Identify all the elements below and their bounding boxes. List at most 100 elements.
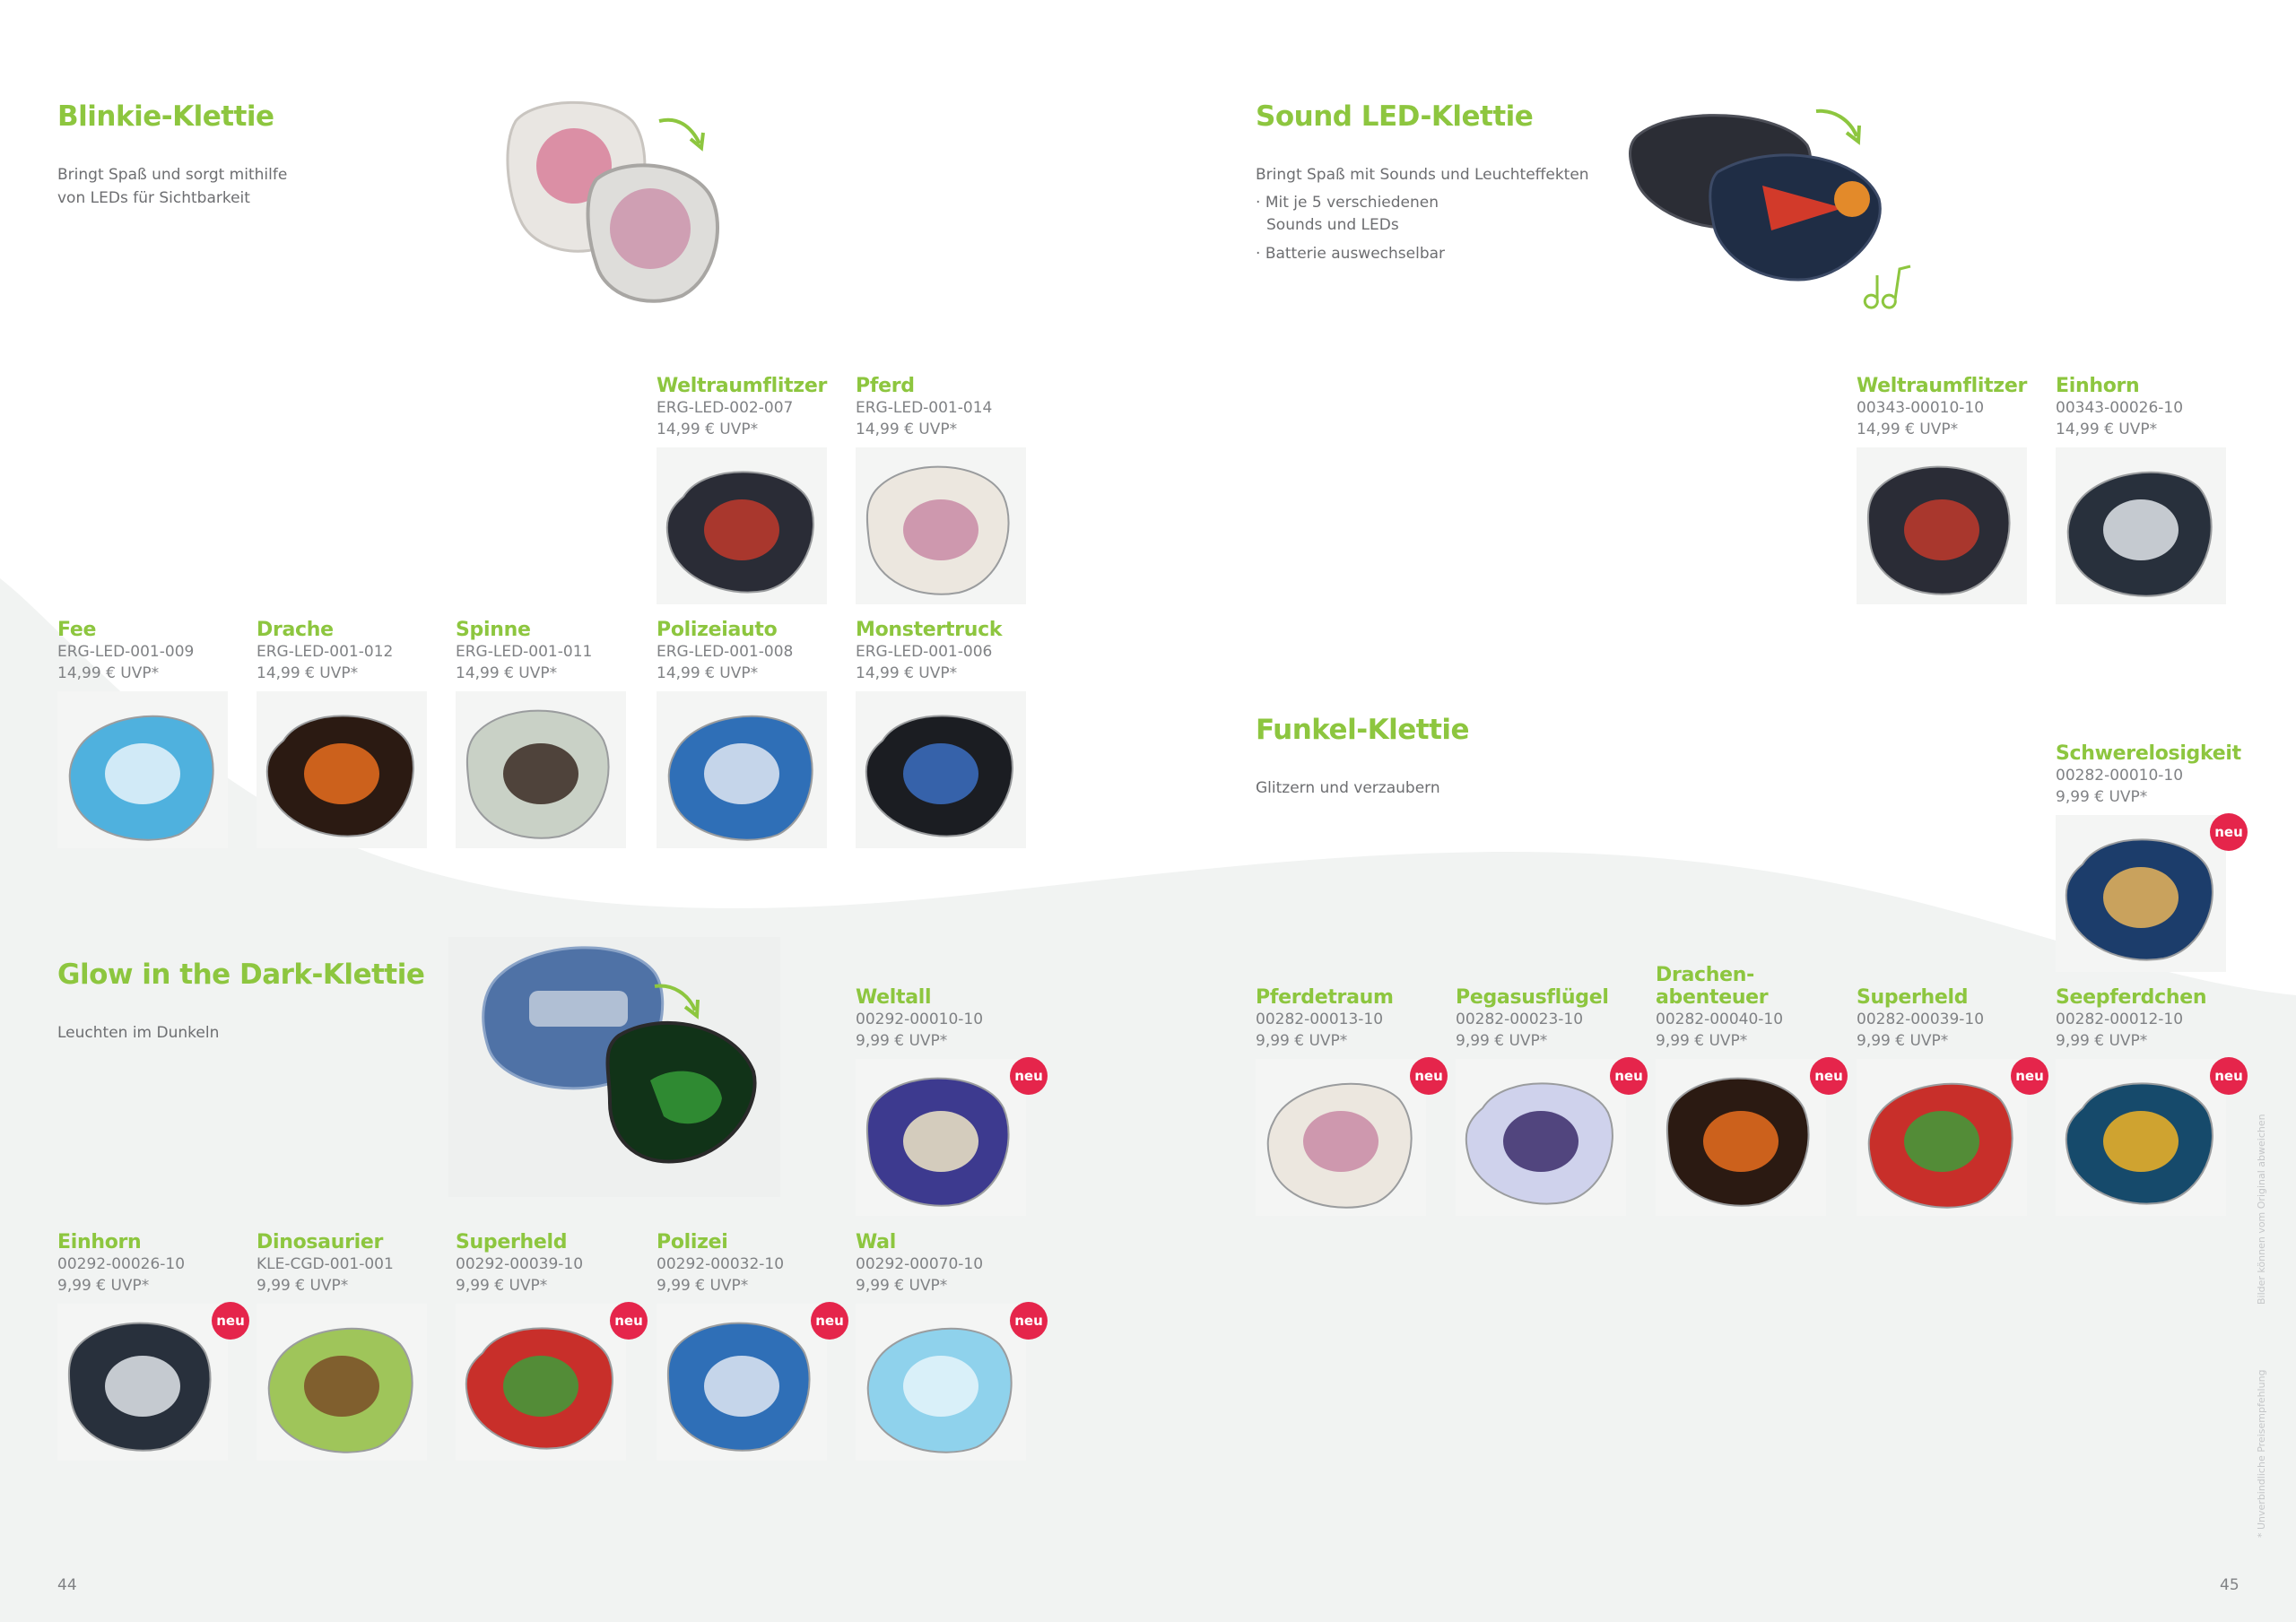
section-desc-glow: Leuchten im Dunkeln [57, 1024, 220, 1042]
product-image: neu [1656, 1057, 1848, 1216]
product-name: Drache [257, 619, 334, 641]
section-title-glow: Glow in the Dark-Klettie [57, 958, 425, 991]
police-car-image [657, 691, 827, 848]
product-code: ERG-LED-001-006 [856, 643, 993, 661]
product-card: Schwerelosigkeit 00282-00010-10 9,99 € UVP… [2056, 742, 2248, 972]
new-badge: neu [1010, 1302, 1048, 1340]
product-code: 00282-00013-10 [1256, 1010, 1384, 1028]
product-image: neu [57, 1302, 249, 1461]
new-badge: neu [610, 1302, 648, 1340]
new-badge: neu [811, 1302, 848, 1340]
product-image: neu [2056, 813, 2248, 972]
product-name: Superheld [1857, 986, 1969, 1009]
product-image [856, 691, 1026, 848]
section-desc-funkel: Glitzern und verzaubern [1256, 779, 1440, 797]
product-code: 00282-00040-10 [1656, 1010, 1784, 1028]
product-image: neu [1857, 1057, 2048, 1216]
product-price: 9,99 € UVP* [657, 1277, 749, 1295]
product-image [257, 1304, 427, 1461]
product-code: 00292-00039-10 [456, 1255, 584, 1273]
section-desc-blinkie: Bringt Spaß und sorgt mithilfe von LEDs … [57, 163, 287, 210]
product-price: 9,99 € UVP* [1656, 1032, 1748, 1050]
product-name: Einhorn [2056, 375, 2140, 397]
new-badge: neu [212, 1302, 249, 1340]
product-price: 14,99 € UVP* [657, 421, 759, 438]
page-number-right: 45 [2220, 1576, 2239, 1594]
product-image [57, 691, 228, 848]
product-name: Polizei [657, 1231, 728, 1253]
feature-item: Sounds und LEDs [1266, 216, 1399, 234]
product-price: 9,99 € UVP* [856, 1032, 948, 1050]
product-code: 00343-00010-10 [1857, 399, 1985, 417]
product-code: 00292-00010-10 [856, 1010, 984, 1028]
product-image: neu [657, 1302, 848, 1461]
product-image: neu [1456, 1057, 1648, 1216]
desc-line: Bringt Spaß und sorgt mithilfe [57, 166, 288, 184]
spaceship-image [657, 447, 827, 604]
product-code: 00282-00012-10 [2056, 1010, 2184, 1028]
new-badge: neu [2210, 1057, 2248, 1095]
product-name: Spinne [456, 619, 531, 641]
product-image: neu [2056, 1057, 2248, 1216]
superhero-image [1857, 1059, 2027, 1216]
product-price: 9,99 € UVP* [856, 1277, 948, 1295]
product-name: Fee [57, 619, 97, 641]
product-price: 9,99 € UVP* [1456, 1032, 1548, 1050]
product-image [2056, 447, 2226, 604]
new-badge: neu [1610, 1057, 1648, 1095]
product-price: 14,99 € UVP* [856, 421, 958, 438]
section-title-sound: Sound LED-Klettie [1256, 100, 1534, 133]
product-name: Superheld [456, 1231, 568, 1253]
product-image [257, 691, 427, 848]
product-image: neu [1256, 1057, 1448, 1216]
desc-line: von LEDs für Sichtbarkeit [57, 189, 250, 207]
horse-image [1256, 1059, 1426, 1216]
product-image: neu [856, 1302, 1048, 1461]
new-badge: neu [2011, 1057, 2048, 1095]
product-name: Schwerelosigkeit [2056, 742, 2241, 765]
product-price: 14,99 € UVP* [456, 664, 558, 682]
product-code: ERG-LED-001-014 [856, 399, 993, 417]
monster-truck-image [856, 691, 1026, 848]
product-name: Monstertruck [856, 619, 1003, 641]
product-code: 00343-00026-10 [2056, 399, 2184, 417]
product-price: 9,99 € UVP* [2056, 788, 2148, 806]
glow-hero-image [448, 937, 780, 1197]
section-title-blinkie: Blinkie-Klettie [57, 100, 274, 133]
product-name: Einhorn [57, 1231, 142, 1253]
product-price: 14,99 € UVP* [257, 664, 359, 682]
spider-image [456, 691, 626, 848]
dragon-image [257, 691, 427, 848]
product-price: 9,99 € UVP* [57, 1277, 150, 1295]
fairy-image [57, 691, 228, 848]
product-name: Weltall [856, 986, 932, 1009]
unicorn-image [2056, 447, 2226, 604]
product-image [1857, 447, 2027, 604]
new-badge: neu [1010, 1057, 1048, 1095]
feature-item: Mit je 5 verschiedenen [1256, 192, 1445, 214]
product-code: 00282-00010-10 [2056, 767, 2184, 785]
dragon-image [1656, 1059, 1826, 1216]
product-image: neu [456, 1302, 648, 1461]
feature-list-sound: Mit je 5 verschiedenen Sounds und LEDs B… [1256, 192, 1445, 272]
superhero-image [456, 1304, 626, 1461]
product-image [657, 691, 827, 848]
page-number-left: 44 [57, 1576, 77, 1594]
product-name: Pferd [856, 375, 915, 397]
pegasus-image [1456, 1059, 1626, 1216]
product-code: 00282-00023-10 [1456, 1010, 1584, 1028]
